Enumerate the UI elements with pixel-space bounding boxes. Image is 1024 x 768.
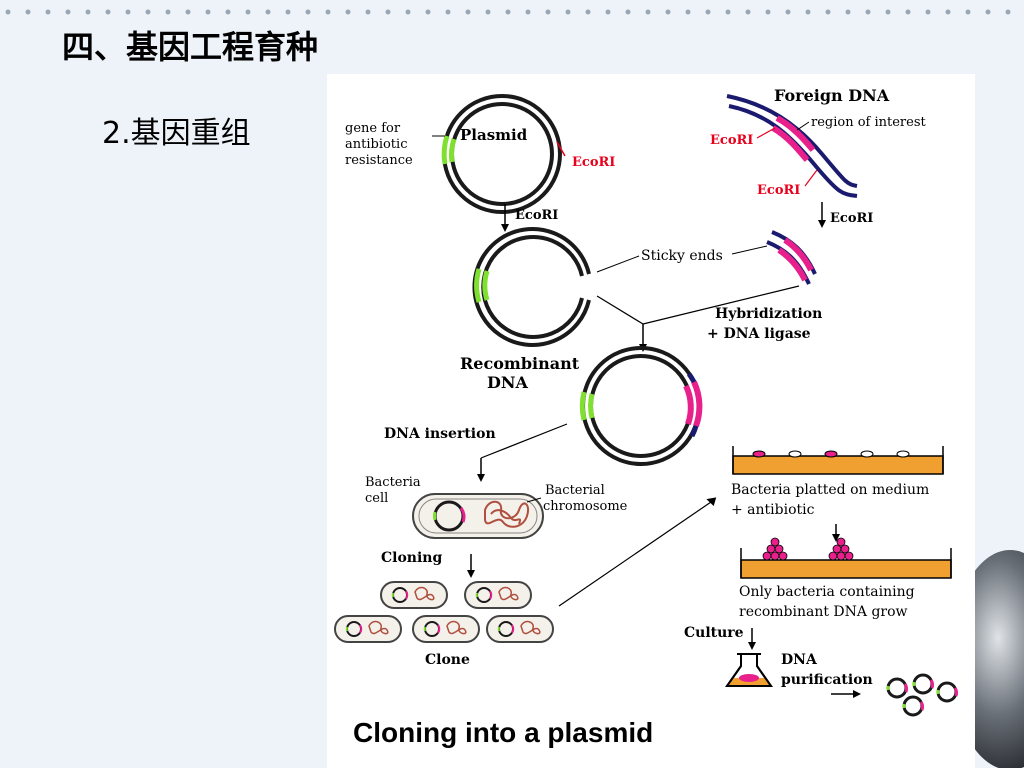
hybridization-label-2: + DNA ligase — [707, 326, 811, 342]
ecori-plasmid-label: EcoRI — [572, 155, 615, 170]
ecori-arrow-left-label: EcoRI — [515, 208, 558, 223]
cloning-label: Cloning — [381, 550, 442, 566]
slide-subtitle: 2.基因重组 — [102, 116, 251, 151]
purification-label-1: DNA — [781, 652, 818, 668]
purified-plasmids — [886, 673, 958, 717]
gene-label-3: resistance — [345, 153, 413, 168]
foreign-dna — [726, 94, 858, 198]
foreign-dna-label: Foreign DNA — [774, 86, 890, 105]
gene-label-2: antibiotic — [345, 137, 407, 152]
clone-cells — [334, 581, 554, 643]
plasmid — [441, 94, 566, 214]
purification-label-2: purification — [781, 672, 873, 688]
clone-cell — [412, 615, 480, 643]
platted-label-1: Bacteria platted on medium — [731, 482, 929, 498]
only-bacteria-label-2: recombinant DNA grow — [739, 604, 908, 620]
dna-insertion-label: DNA insertion — [384, 426, 496, 442]
bacteria-label-1: Bacteria — [365, 475, 421, 490]
chromosome-label-2: chromosome — [543, 499, 628, 514]
culture-label: Culture — [684, 625, 744, 641]
slide-title: 四、基因工程育种 — [62, 28, 319, 66]
recombinant-label-2: DNA — [487, 373, 529, 392]
clone-cell — [334, 615, 402, 643]
platted-label-2: + antibiotic — [731, 502, 815, 518]
region-label: region of interest — [811, 115, 927, 130]
medium-plate — [732, 446, 944, 475]
plasmid-label: Plasmid — [460, 126, 528, 144]
ecori-foreign-left-label: EcoRI — [710, 133, 753, 148]
clone-cell — [380, 581, 448, 609]
clone-cell — [464, 581, 532, 609]
insert-fragment — [766, 230, 817, 285]
sticky-ends-label: Sticky ends — [641, 248, 723, 264]
diagram-caption: Cloning into a plasmid — [353, 717, 653, 748]
resistance-gene-mark — [441, 135, 450, 165]
chromosome-label-1: Bacterial — [545, 483, 605, 498]
clone-cell — [486, 615, 554, 643]
only-bacteria-label-1: Only bacteria containing — [739, 584, 915, 600]
recombinant-label-1: Recombinant — [460, 354, 580, 373]
recombinant-dna — [579, 346, 703, 466]
ecori-arrow-right-label: EcoRI — [830, 211, 873, 226]
hybridization-label-1: Hybridization — [715, 306, 822, 322]
bacteria-cell — [412, 493, 544, 539]
culture-flask — [725, 653, 773, 687]
clone-label: Clone — [425, 652, 470, 668]
bacteria-label-2: cell — [365, 491, 388, 506]
diagram-canvas: gene for antibiotic resistance Plasmid E… — [334, 86, 958, 748]
ecori-foreign-bottom-label: EcoRI — [757, 183, 800, 198]
top-dotted-border — [5, 9, 1011, 15]
selection-plate — [740, 537, 952, 579]
cut-plasmid — [472, 227, 591, 347]
gene-label-1: gene for — [345, 121, 401, 136]
cloning-diagram: gene for antibiotic resistance Plasmid E… — [327, 74, 975, 768]
